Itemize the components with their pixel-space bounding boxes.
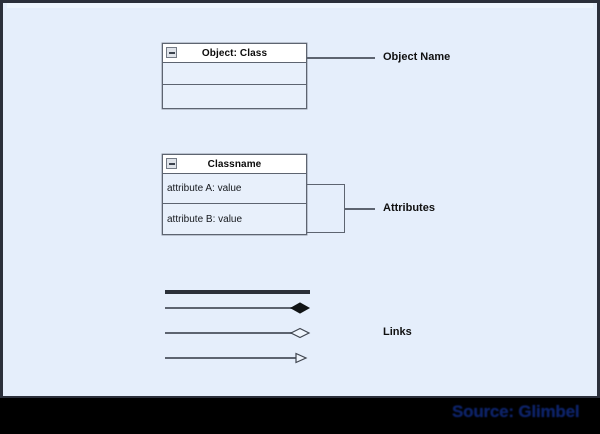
- collapse-minus-icon[interactable]: [166, 158, 177, 169]
- callout-attributes: Attributes: [383, 202, 435, 214]
- link-line: [165, 357, 297, 359]
- link-sample-aggregation[interactable]: [165, 326, 311, 340]
- link-sample-generalization[interactable]: [165, 351, 310, 365]
- uml-class-attribute-label: attribute A: value: [167, 183, 242, 194]
- link-sample-association[interactable]: [165, 286, 310, 300]
- link-line: [165, 332, 295, 334]
- attributes-bracket: [307, 184, 345, 233]
- filled-diamond-icon: [289, 302, 311, 314]
- uml-object-box-row: [163, 84, 306, 108]
- collapse-minus-icon[interactable]: [166, 47, 177, 58]
- uml-class-box[interactable]: Classname attribute A: value attribute B…: [162, 154, 307, 235]
- diagram-canvas[interactable]: Object: Class Object Name Classname: [3, 3, 597, 396]
- canvas-top-highlight: [7, 3, 593, 8]
- watermark-text: Source: Glimbel: [452, 402, 580, 421]
- link-sample-composition[interactable]: [165, 301, 311, 315]
- canvas-frame: Object: Class Object Name Classname: [0, 0, 600, 398]
- bottom-bar: [0, 398, 600, 434]
- uml-object-box-header: Object: Class: [163, 44, 306, 63]
- uml-class-attribute-row: attribute B: value: [163, 203, 306, 234]
- uml-class-box-title: Classname: [207, 158, 262, 170]
- leader-line-object-name: [307, 57, 375, 59]
- callout-links: Links: [383, 326, 412, 338]
- link-line: [165, 307, 295, 309]
- link-line: [165, 290, 310, 294]
- leader-line-attributes: [345, 208, 375, 210]
- uml-class-attribute-row: attribute A: value: [163, 174, 306, 203]
- uml-object-box-row: [163, 63, 306, 84]
- uml-object-box[interactable]: Object: Class: [162, 43, 307, 109]
- uml-object-box-title: Object: Class: [201, 47, 268, 59]
- hollow-diamond-icon: [289, 327, 311, 339]
- callout-object-name: Object Name: [383, 51, 451, 63]
- uml-class-box-header: Classname: [163, 155, 306, 174]
- hollow-triangle-icon: [295, 352, 308, 364]
- uml-class-attribute-label: attribute B: value: [167, 213, 243, 225]
